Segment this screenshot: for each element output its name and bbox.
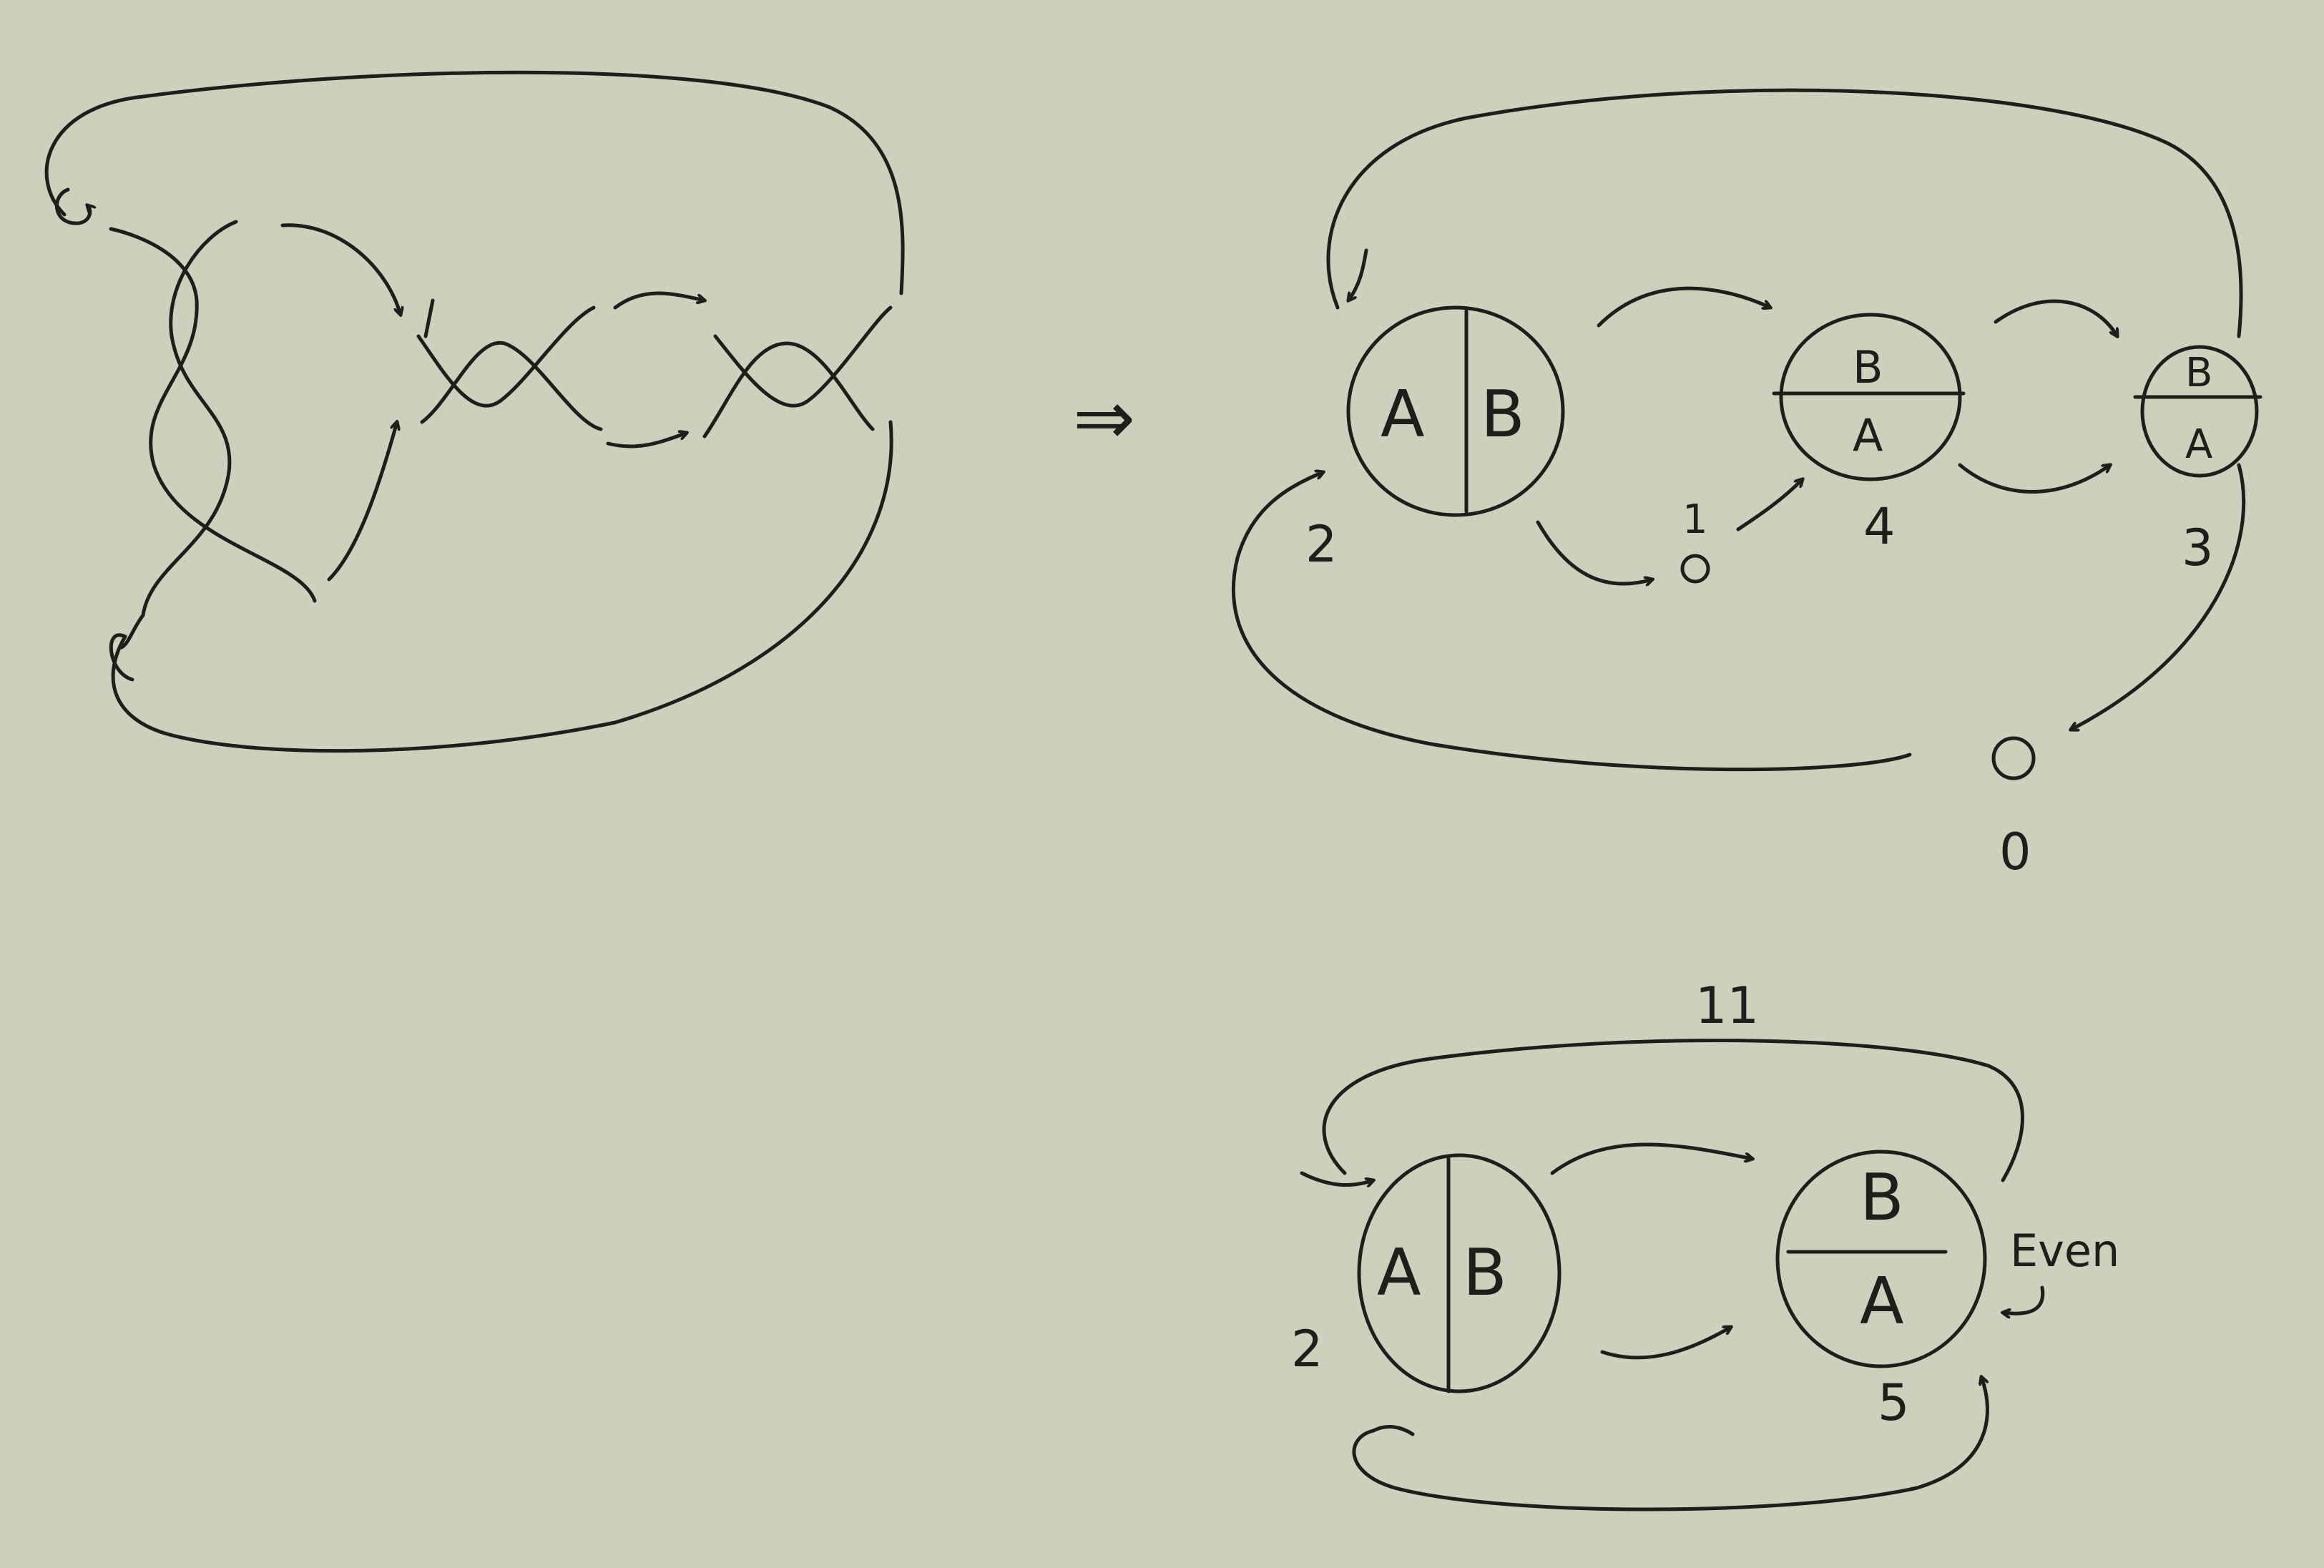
- top-node-empty-small-index: 1: [1682, 496, 1708, 543]
- braid-arrow-top: [280, 223, 401, 315]
- top-arrow-small-to-ba1: [1736, 479, 1803, 531]
- implies-arrow-icon: ⇒: [1073, 374, 1135, 461]
- bottom-top-number: 11: [1695, 976, 1759, 1035]
- braid-outer-top-loop: [44, 70, 905, 295]
- bottom-arrow-ab-to-ba-bottom: [1600, 1327, 1731, 1360]
- top-node-ba-1: B A 4: [1772, 313, 1966, 556]
- top-node-ba-1-bottom: A: [1853, 409, 1883, 461]
- even-arrow-icon: [2003, 1285, 2045, 1313]
- bottom-outer-loop: [1322, 1039, 2024, 1182]
- bottom-node-ab-index: 2: [1291, 1320, 1323, 1378]
- braid-left-strand-3: [119, 613, 145, 650]
- top-arrow-ab-to-small: [1536, 520, 1652, 584]
- braid-arrow-bottom: [327, 422, 397, 582]
- bottom-return-loop-start: [1371, 1425, 1415, 1436]
- bottom-return-loop: [1352, 1377, 1989, 1511]
- braid-sketch: [44, 70, 905, 753]
- top-arrow-ba1-to-ba2-bottom: [1958, 465, 2110, 494]
- top-state-diagram: A B 2 B A 4 B A 3 1: [1231, 88, 2262, 881]
- top-node-ba-2-index: 3: [2182, 519, 2214, 577]
- top-node-ba-2-top: B: [2185, 350, 2212, 396]
- top-node-ab-right: B: [1481, 377, 1525, 452]
- bottom-node-ab-right: B: [1463, 1235, 1507, 1310]
- top-node-ba-1-index: 4: [1863, 497, 1896, 556]
- bottom-node-ba: B A 5: [1775, 1150, 1987, 1432]
- braid-crossing-3: [423, 298, 435, 338]
- even-label: Even: [2010, 1225, 2119, 1277]
- bottom-arrow-ab-to-ba-top: [1550, 1142, 1752, 1175]
- braid-crossing-2: [420, 340, 603, 431]
- braid-crossing-4: [702, 341, 875, 438]
- top-node-empty-zero: 0: [1991, 736, 2036, 881]
- top-node-ba-1-top: B: [1853, 341, 1883, 393]
- top-node-empty-small: 1: [1536, 479, 1803, 584]
- top-node-ba-2: B A 3: [2133, 345, 2262, 577]
- top-node-ba-2-bottom: A: [2185, 421, 2212, 468]
- top-return-loop-to-ab: [1231, 472, 1912, 772]
- braid-mid-arrow-bottom: [606, 433, 687, 449]
- braid-outer-top-hook-icon: [55, 187, 89, 225]
- bottom-node-ba-index: 5: [1878, 1373, 1910, 1432]
- top-outer-loop: [1326, 88, 2243, 338]
- top-node-empty-zero-index: 0: [1999, 823, 2031, 881]
- braid-left-strand-2: [141, 220, 238, 617]
- braid-outer-bottom-hook-icon: [109, 633, 134, 682]
- bottom-node-ab-left: A: [1377, 1235, 1421, 1310]
- top-node-ab-left: A: [1381, 377, 1425, 452]
- bottom-node-ab: A B 2: [1291, 1153, 1561, 1393]
- top-arrow-ab-to-ba1: [1597, 286, 1770, 328]
- top-node-ab: A B 2: [1305, 305, 1565, 574]
- braid-mid-arrow-top: [613, 291, 705, 310]
- bottom-node-ba-bottom: A: [1860, 1264, 1904, 1339]
- braid-left-strand-1: [109, 227, 317, 603]
- braid-outer-bottom-loop: [111, 420, 893, 753]
- bottom-state-diagram: 11 A B 2 B A 5 Even: [1291, 976, 2119, 1511]
- top-arrow-ba1-to-ba2-top: [1994, 299, 2117, 336]
- bottom-node-ba-top: B: [1860, 1160, 1904, 1235]
- top-loop-entry-arrow: [1348, 248, 1368, 300]
- braid-crossing-5: [713, 305, 893, 408]
- bottom-loop-entry-arrow: [1300, 1171, 1373, 1185]
- braid-crossing-1: [416, 305, 596, 408]
- top-node-ab-index: 2: [1305, 515, 1338, 574]
- top-arrow-ba2-to-zero: [2071, 463, 2246, 730]
